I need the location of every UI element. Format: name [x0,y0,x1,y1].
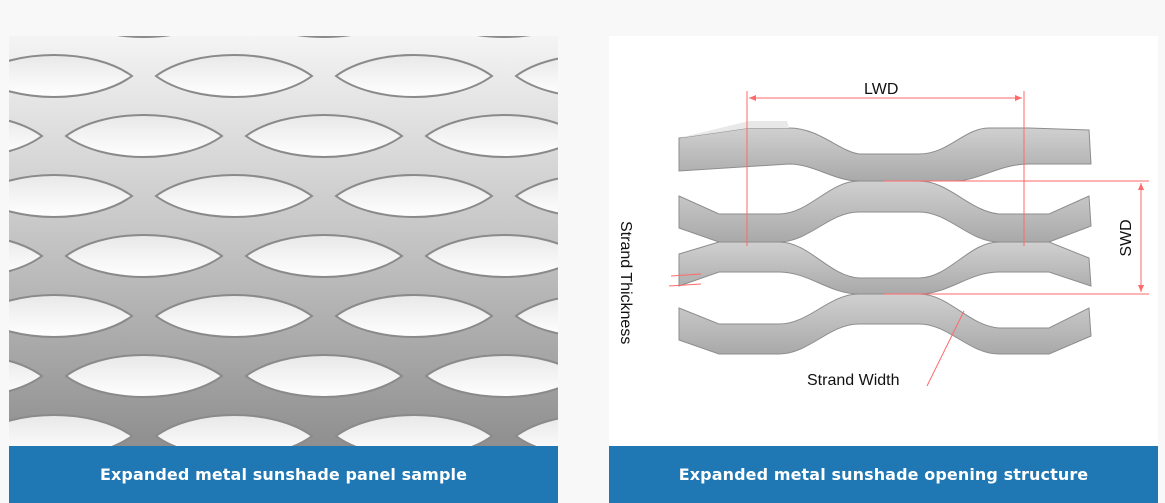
mesh-opening [334,174,494,218]
mesh-opening [244,234,404,278]
dimension-lines [668,91,1149,387]
mesh-opening [9,239,44,273]
mesh-opening [9,174,134,218]
mesh-opening [514,57,558,95]
caption-panel-sample: Expanded metal sunshade panel sample [9,446,558,503]
mesh-opening [9,54,134,98]
opening-structure-card: LWD SWD Strand Thickness Strand Width Ex… [609,36,1158,503]
strand-row-4 [678,293,1092,355]
structure-diagram: LWD SWD Strand Thickness Strand Width [609,36,1158,446]
mesh-opening [424,234,558,278]
mesh-opening [424,114,558,158]
mesh-opening [117,36,171,38]
mesh-photo [9,36,558,446]
mesh-opening [154,54,314,98]
mesh-structure-diagram: LWD SWD Strand Thickness Strand Width [617,81,1149,389]
mesh-opening [9,119,44,153]
strand-row-3 [678,241,1092,295]
mesh-opening [64,354,224,398]
mesh-opening [64,234,224,278]
mesh-opening [154,414,314,446]
strand-row-1 [678,121,1092,182]
mesh-opening [334,294,494,338]
mesh-opening [9,414,134,446]
mesh-opening [334,414,494,446]
mesh-opening [514,177,558,215]
mesh-opening [154,294,314,338]
mesh-opening [514,417,558,446]
mesh-opening [477,36,531,38]
mesh-opening [514,297,558,335]
mesh-opening [64,114,224,158]
mesh-opening [244,114,404,158]
mesh-opening [9,359,44,393]
mesh-opening [244,354,404,398]
mesh-opening [297,36,351,38]
expanded-metal-photo-icon [9,36,558,446]
mesh-opening [334,54,494,98]
strand-row-2 [678,180,1092,243]
mesh-opening [9,294,134,338]
caption-opening-structure: Expanded metal sunshade opening structur… [609,446,1158,503]
panel-sample-card: Expanded metal sunshade panel sample [9,36,558,503]
mesh-opening [154,174,314,218]
label-strand-width: Strand Width [807,372,899,389]
label-lwd: LWD [864,81,898,98]
label-strand-thickness: Strand Thickness [617,221,634,344]
label-swd: SWD [1118,219,1135,256]
mesh-opening [424,354,558,398]
